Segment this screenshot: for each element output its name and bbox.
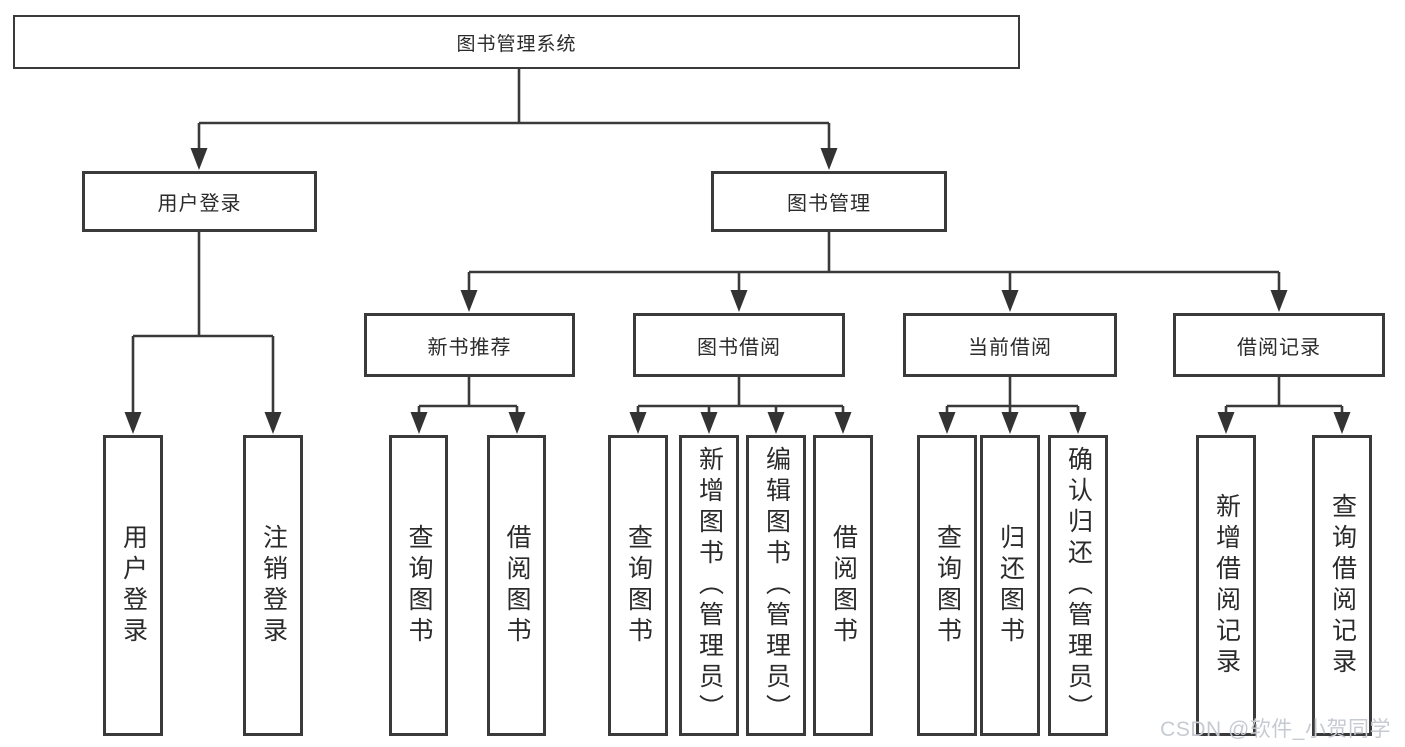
node-user-login-leaf: 用户登录	[103, 435, 163, 736]
node-user-login-branch: 用户登录	[82, 171, 317, 232]
node-edit-book-admin-leaf: 编辑图书（管理员）	[746, 435, 806, 736]
node-book-borrowing: 图书借阅	[633, 313, 845, 377]
arrow-down-icon	[1333, 412, 1351, 434]
node-library-management-system: 图书管理系统	[13, 15, 1020, 69]
node-return-book-leaf: 归还图书	[980, 435, 1040, 736]
connector-borrowing-to-leaves	[636, 377, 845, 413]
node-borrow-books-leaf: 借阅图书	[813, 435, 873, 736]
connector-records-to-leaves	[1224, 377, 1344, 413]
arrow-down-icon	[629, 412, 647, 434]
arrow-down-icon	[410, 412, 428, 434]
leaf-label: 新增借阅记录	[1212, 492, 1241, 679]
arrow-down-icon	[730, 290, 748, 312]
arrow-down-icon	[190, 148, 208, 170]
connector-userlogin-to-leaves	[131, 232, 275, 413]
arrow-down-icon	[1270, 290, 1288, 312]
arrow-down-icon	[700, 412, 718, 434]
node-new-book-recommendation: 新书推荐	[364, 313, 575, 377]
node-book-management-branch: 图书管理	[711, 171, 947, 232]
leaf-label: 查询图书	[933, 523, 962, 648]
arrow-down-icon	[508, 412, 526, 434]
connector-newbook-to-leaves	[417, 377, 519, 413]
arrow-down-icon	[1217, 412, 1235, 434]
node-add-borrow-record-leaf: 新增借阅记录	[1196, 435, 1256, 736]
node-borrow-books-leaf: 借阅图书	[487, 435, 546, 736]
arrow-down-icon	[834, 412, 852, 434]
node-query-borrow-record-leaf: 查询借阅记录	[1312, 435, 1372, 736]
node-query-books-leaf: 查询图书	[608, 435, 668, 736]
leaf-label: 用户登录	[119, 523, 148, 648]
node-add-book-admin-leaf: 新增图书（管理员）	[679, 435, 739, 736]
leaf-label: 借阅图书	[829, 523, 858, 648]
node-borrowing-records: 借阅记录	[1173, 313, 1385, 377]
leaf-label: 查询图书	[624, 523, 653, 648]
connector-bookmgmt-to-level3	[467, 232, 1281, 292]
leaf-label: 注销登录	[259, 523, 288, 648]
arrow-down-icon	[767, 412, 785, 434]
arrow-down-icon	[1001, 412, 1019, 434]
node-confirm-return-admin-leaf: 确认归还（管理员）	[1048, 435, 1108, 736]
connector-current-to-leaves	[945, 377, 1080, 413]
node-logout-leaf: 注销登录	[243, 435, 303, 736]
leaf-label: 确认归还（管理员）	[1064, 446, 1093, 725]
arrow-down-icon	[264, 412, 282, 434]
node-query-books-leaf: 查询图书	[389, 435, 448, 736]
node-query-books-leaf: 查询图书	[917, 435, 977, 736]
node-current-borrowing: 当前借阅	[903, 313, 1117, 377]
leaf-label: 查询图书	[405, 523, 433, 648]
connector-root-to-level2	[197, 68, 831, 150]
arrow-down-icon	[460, 290, 478, 312]
csdn-watermark: CSDN @软件_小贺同学	[1160, 718, 1391, 741]
arrow-down-icon	[1069, 412, 1087, 434]
leaf-label: 新增图书（管理员）	[695, 446, 724, 725]
leaf-label: 借阅图书	[503, 523, 531, 648]
arrow-down-icon	[1001, 290, 1019, 312]
leaf-label: 编辑图书（管理员）	[762, 446, 791, 725]
leaf-label: 归还图书	[996, 523, 1025, 648]
leaf-label: 查询借阅记录	[1328, 492, 1357, 679]
arrow-down-icon	[938, 412, 956, 434]
arrow-down-icon	[124, 412, 142, 434]
arrow-down-icon	[820, 148, 838, 170]
